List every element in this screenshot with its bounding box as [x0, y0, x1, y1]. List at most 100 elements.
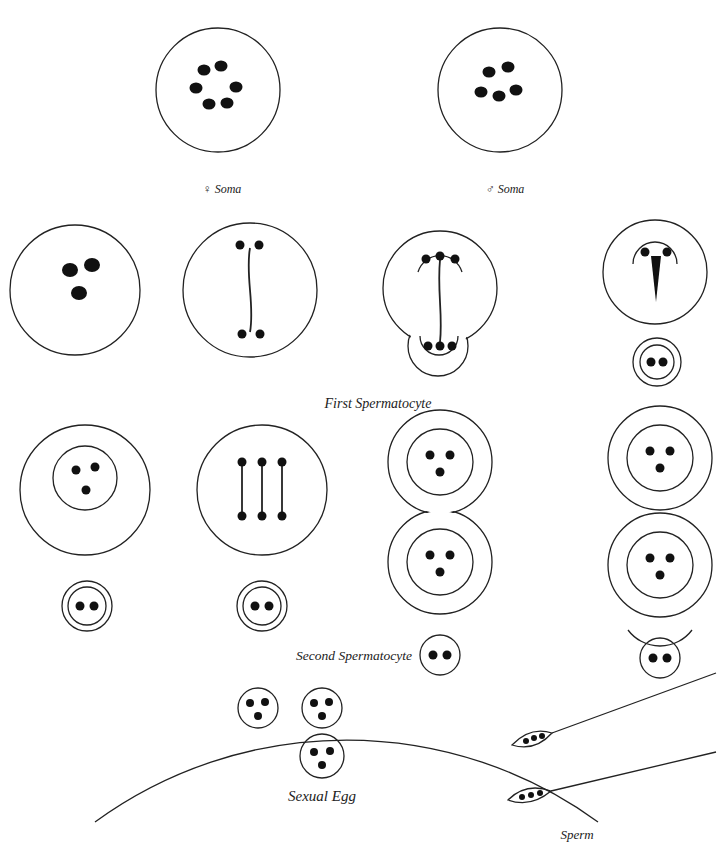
- cell-outline: [383, 231, 497, 345]
- chromosome-dots: [246, 698, 334, 769]
- chromosome: [203, 99, 216, 110]
- polar-nucleus: [243, 587, 281, 625]
- chromosome: [326, 747, 334, 755]
- chromosome: [82, 486, 91, 495]
- pronucleus: [302, 688, 342, 728]
- egg-outline: [95, 740, 598, 822]
- chromosome: [436, 568, 445, 577]
- chromosome: [646, 554, 655, 563]
- cell-outline: [156, 28, 280, 152]
- cell-shape: [150, 22, 286, 200]
- chromosome: [278, 458, 287, 467]
- chromosome: [537, 790, 543, 796]
- chromosome: [215, 61, 228, 72]
- chromosome: [72, 466, 81, 475]
- chromosome: [84, 258, 100, 272]
- chromosome: [254, 712, 262, 720]
- chromosome-dots: [72, 447, 675, 663]
- egg-cell: Sexual Egg: [90, 735, 605, 846]
- chromosome: [221, 98, 234, 109]
- spindle-line: [281, 462, 283, 516]
- sperm-cells: [508, 673, 716, 803]
- chromosome: [198, 65, 211, 76]
- polar-body: [420, 635, 460, 675]
- chromosome: [76, 602, 85, 611]
- chromosome: [448, 342, 457, 351]
- stage-label: Second Spermatocyte: [296, 648, 412, 663]
- chromosome: [663, 654, 672, 663]
- chromosome: [318, 761, 326, 769]
- chromosome: [255, 241, 264, 250]
- cell-label: Sexual Egg: [288, 788, 356, 804]
- chromosome: [649, 654, 658, 663]
- cell-caption: ♂ Soma: [486, 182, 525, 196]
- chromosome: [246, 699, 254, 707]
- chromosome: [190, 83, 203, 94]
- cell-outline: [197, 425, 327, 555]
- chromosome: [238, 512, 247, 521]
- sperm-tail: [552, 673, 716, 733]
- chromosome: [325, 698, 333, 706]
- cell-shape: [432, 22, 568, 200]
- nucleus: [53, 446, 117, 510]
- chromosome: [238, 458, 247, 467]
- cell-fill: [389, 411, 491, 513]
- chromosome: [659, 358, 668, 367]
- cell-outline: [388, 410, 492, 514]
- chromosome: [278, 512, 287, 521]
- chromosome: [90, 602, 99, 611]
- spindle-line: [439, 260, 441, 342]
- chromosome: [436, 342, 445, 351]
- chromosome: [436, 468, 445, 477]
- chromosome: [647, 358, 656, 367]
- chromosome: [71, 286, 87, 300]
- chromosome: [656, 571, 665, 580]
- nucleus: [407, 429, 473, 495]
- chromosome-dots: [519, 733, 545, 800]
- chromosome: [424, 342, 433, 351]
- stage-label: First Spermatocyte: [325, 396, 432, 411]
- chromosome: [443, 651, 452, 660]
- cell-outline: [20, 425, 150, 555]
- chromosome: [656, 464, 665, 473]
- chromosome: [483, 67, 496, 78]
- chromosome: [429, 651, 438, 660]
- nucleus: [407, 529, 473, 595]
- chromosome: [310, 748, 318, 756]
- cell-outline: [603, 220, 707, 324]
- sperm-head: [508, 788, 551, 803]
- chromosome-wedge: [651, 256, 661, 302]
- sperm-head: [512, 731, 552, 747]
- chromosome: [258, 458, 267, 467]
- sperm-tail: [551, 752, 716, 791]
- chromosome: [666, 447, 675, 456]
- chromosome: [475, 87, 488, 98]
- chromosome: [663, 248, 672, 257]
- cell-outline: [608, 513, 712, 617]
- nucleus: [627, 532, 693, 598]
- chromosome: [251, 602, 260, 611]
- nucleus: [627, 425, 693, 491]
- chromosome: [451, 255, 460, 264]
- chromosome: [261, 698, 269, 706]
- chromosome: [502, 62, 515, 73]
- cell-outline: [388, 510, 492, 614]
- polar-body: [640, 638, 680, 678]
- chromosome: [230, 82, 243, 93]
- nucleus-arc: [420, 336, 458, 355]
- cell-fill: [384, 232, 496, 344]
- chromosome: [666, 554, 675, 563]
- chromosome: [523, 738, 529, 744]
- chromosome-dots: [62, 241, 672, 367]
- polar-body: [633, 338, 681, 386]
- egg-pronuclei: [238, 688, 344, 778]
- first-spermatocyte-cells: [10, 220, 707, 386]
- soma-cell: ♂ Soma: [432, 22, 568, 200]
- cell-fill: [389, 511, 491, 613]
- chromosome: [539, 733, 545, 739]
- stage-label: Sperm: [560, 827, 593, 842]
- chromosome: [310, 699, 318, 707]
- chromosome: [426, 551, 435, 560]
- chromosome: [426, 451, 435, 460]
